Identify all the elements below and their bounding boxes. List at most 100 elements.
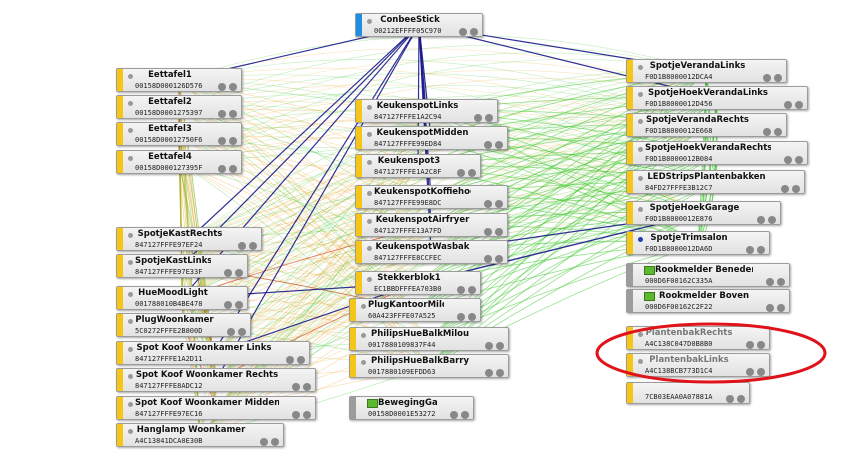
node-keukenspotwasbak[interactable]: KeukenspotWasbak 847127FFFE8CCFEC <box>355 240 508 264</box>
node-bullet <box>638 92 643 97</box>
node-spot-koof-woonkamer-links[interactable]: Spot Koof Woonkamer Links 847127FFFE1A2D… <box>116 341 310 365</box>
node-keukenspotmidden[interactable]: KeukenspotMidden 847127FFFE99ED84 <box>355 126 508 150</box>
node-eettafel2[interactable]: Eettafel2 00158D0001275397 <box>116 95 242 119</box>
node-name: PlantenbakLinks <box>649 355 729 365</box>
node-address: 847127FFFE8ADC12 <box>135 382 203 390</box>
node-bullet <box>128 347 133 352</box>
node-stekkerblok1[interactable]: Stekkerblok1 EC1BBDFFFEA703B0 <box>355 271 481 295</box>
node-address: 001788010B4BE478 <box>135 300 203 308</box>
mesh-link <box>178 79 190 240</box>
node-ports <box>754 209 776 228</box>
node-address: 60A423FFFE07A525 <box>368 312 436 320</box>
node-plantenbaklinks[interactable]: PlantenbakLinks A4C138BCB773D1C4 <box>626 353 770 377</box>
node-spot-koof-woonkamer-rechts[interactable]: Spot Koof Woonkamer Rechts 847127FFFE8AD… <box>116 368 316 392</box>
node-keukenspotkoffiehoek[interactable]: KeukenspotKoffiehoek 847127FFFE99E8DC <box>355 185 508 209</box>
node-name: KeukenspotAirfryer <box>375 215 470 225</box>
node-spotjekastlinks[interactable]: SpotjeKastLinks 847127FFFE97E33F <box>116 254 248 278</box>
node-address: 847127FFFE1A2C8F <box>374 168 442 176</box>
node-bullet <box>128 374 133 379</box>
mesh-link <box>417 24 420 167</box>
node-name: Keukenspot3 <box>377 156 441 166</box>
node-keukenspotlinks[interactable]: KeukenspotLinks 847127FFFE1A2C94 <box>355 99 498 123</box>
mesh-link <box>178 78 718 163</box>
node-bullet <box>638 359 643 364</box>
node-address: 84FD27FFFE3B12C7 <box>645 184 713 192</box>
node-name: Stekkerblok1 <box>377 273 441 283</box>
node-ports <box>215 76 237 95</box>
node-spotjeverandalinks[interactable]: SpotjeVerandaLinks F0D1B8000012DCA4 <box>626 59 787 83</box>
node-eettafel3[interactable]: Eettafel3 00158D00012750F6 <box>116 122 242 146</box>
node-plantenbakrechts[interactable]: PlantenbakRechts A4C138C047D0B8B0 <box>626 326 770 350</box>
node-spot-koof-woonkamer-midden[interactable]: Spot Koof Woonkamer Midden 847127FFFE97E… <box>116 396 316 420</box>
node-spotjehoekgarage[interactable]: SpotjeHoekGarage F0D1B8000012E876 <box>626 201 781 225</box>
node-name: Eettafel2 <box>148 97 192 107</box>
node-ports <box>215 158 237 177</box>
node-keukenspotairfryer[interactable]: KeukenspotAirfryer 847127FFFE13A7FD <box>355 213 508 237</box>
node-bullet <box>128 429 133 434</box>
node-name: Rookmelder Beneden <box>655 265 753 275</box>
node-spotjeverandarechts[interactable]: SpotjeVerandaRechts F0D1B8000012E668 <box>626 113 787 137</box>
node-ports <box>743 239 765 258</box>
node-address: 00158D0001E53272 <box>368 410 436 418</box>
node-bullet <box>128 292 133 297</box>
node-address: F0D1B8000012DCA4 <box>645 73 713 81</box>
node-address: 847127FFFE99ED84 <box>374 140 442 148</box>
node-conbeestick[interactable]: ConbeeStick 00212EFFFF05C970 <box>355 13 483 37</box>
node-ports <box>482 335 504 354</box>
node-philipshuebalkmilou[interactable]: PhilipsHueBalkMilou 0017880109837F44 <box>349 327 509 351</box>
node-bullet <box>367 191 372 196</box>
mesh-link <box>430 70 707 198</box>
node-address: 00158D000126D576 <box>135 82 203 90</box>
node-name: Hanglamp Woonkamer <box>136 425 246 435</box>
node-bullet <box>367 219 372 224</box>
node-spotjehoekverandalinks[interactable]: SpotjeHoekVerandaLinks F0D1B8000012D456 <box>626 86 808 110</box>
node-ledstripsplantenbakken[interactable]: LEDStripsPlantenbakken 84FD27FFFE3B12C7 <box>626 170 805 194</box>
node-name: Eettafel3 <box>148 124 192 134</box>
node-bullet <box>128 319 133 324</box>
node-address: EC1BBDFFFEA703B0 <box>374 285 442 293</box>
node-rookmelder-boven[interactable]: Rookmelder Boven 000D6F00162C2F22 <box>626 289 790 313</box>
node-huemoodlight[interactable]: HueMoodLight 001788010B4BE478 <box>116 286 248 310</box>
node-name: KeukenspotWasbak <box>375 242 470 252</box>
node-bullet <box>638 176 643 181</box>
node-spotjehoekverandarechts[interactable]: SpotjeHoekVerandaRechts F0D1B8000012B084 <box>626 141 808 165</box>
node-philipshuebalkbarry[interactable]: PhilipsHueBalkBarry 0017880109EFDD63 <box>349 354 509 378</box>
node-bullet <box>638 237 643 242</box>
node-address: 847127FFFE99E8DC <box>374 199 442 207</box>
node-address: F0D1B8000012E668 <box>645 127 713 135</box>
node-name: Spot Koof Woonkamer Links <box>136 343 272 353</box>
node-ports <box>743 361 765 380</box>
node-bullet <box>361 304 366 309</box>
node-bullet <box>367 160 372 165</box>
node-bullet <box>128 101 133 106</box>
node-address: 847127FFFE8CCFEC <box>374 254 442 262</box>
node-plugkantoormilou[interactable]: PlugKantoorMilou 60A423FFFE07A525 <box>349 298 481 322</box>
node-unnamed[interactable]: 7CB03EAA0A07881A <box>626 382 750 404</box>
node-spotjekastrechts[interactable]: SpotjeKastRechts 847127FFFE97EF24 <box>116 227 262 251</box>
node-eettafel1[interactable]: Eettafel1 00158D000126D576 <box>116 68 242 92</box>
node-ports <box>221 262 243 281</box>
node-bullet <box>638 207 643 212</box>
node-eettafel4[interactable]: Eettafel4 00158D000127395F <box>116 150 242 174</box>
node-keukenspot3[interactable]: Keukenspot3 847127FFFE1A2C8F <box>355 154 481 178</box>
node-name: SpotjeVerandaRechts <box>646 115 749 125</box>
node-hanglamp-woonkamer[interactable]: Hanglamp Woonkamer A4C13841DCA0E30B <box>116 423 284 447</box>
node-bullet <box>128 128 133 133</box>
node-beweginggarage[interactable]: BewegingGarage 00158D0001E53272 <box>349 396 474 420</box>
node-ports <box>454 162 476 181</box>
node-address: F0D1B8000012E876 <box>645 215 713 223</box>
node-spotjetrimsalon[interactable]: SpotjeTrimsalon F0D1B8000012DA6D <box>626 231 770 255</box>
mesh-link <box>178 44 707 108</box>
node-bullet <box>128 402 133 407</box>
node-ports <box>235 235 257 254</box>
node-ports <box>215 103 237 122</box>
node-address: A4C138C047D0B8B0 <box>645 340 713 348</box>
node-name: SpotjeVerandaLinks <box>649 61 746 71</box>
node-address: 7CB03EAA0A07881A <box>645 393 713 401</box>
node-plugwoonkamer[interactable]: PlugWoonkamer 5C0272FFFE2B800D <box>116 313 251 337</box>
node-rookmelder-beneden[interactable]: Rookmelder Beneden 000D6F00162C335A <box>626 263 790 287</box>
mesh-link <box>215 251 432 381</box>
node-ports <box>743 334 765 353</box>
node-address: 00212EFFFF05C970 <box>374 27 442 35</box>
node-name: PhilipsHueBalkBarry <box>370 356 469 366</box>
